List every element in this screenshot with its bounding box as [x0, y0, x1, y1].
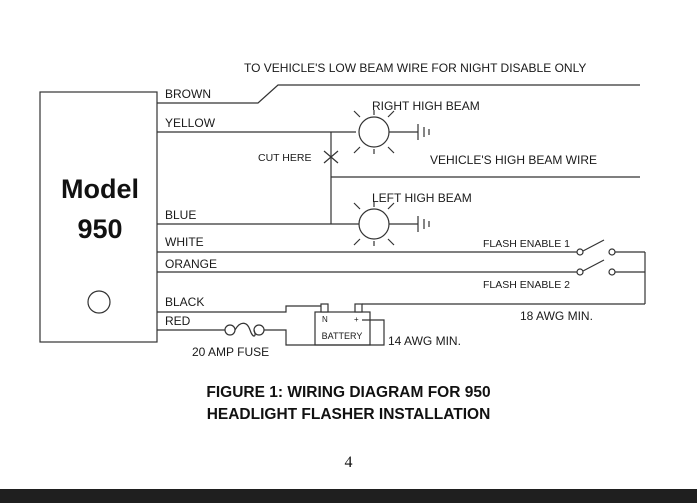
right-high-beam-label: RIGHT HIGH BEAM [372, 99, 480, 113]
battery-positive-label: + [354, 315, 359, 324]
orange-wire-label: ORANGE [165, 257, 217, 271]
white-wire-label: WHITE [165, 235, 204, 249]
battery-negative-label: N [322, 315, 328, 324]
left-high-beam-label: LEFT HIGH BEAM [372, 191, 472, 205]
yellow-wire: YELLOW [157, 116, 356, 133]
awg-14-label: 14 AWG MIN. [388, 334, 461, 348]
brown-wire-label: BROWN [165, 87, 211, 101]
left-high-beam-lamp-icon: LEFT HIGH BEAM [353, 191, 472, 246]
cut-here-label: CUT HERE [258, 152, 311, 164]
vehicle-high-beam-wire: VEHICLE'S HIGH BEAM WIRE [331, 153, 640, 178]
high-beam-wire-label: VEHICLE'S HIGH BEAM WIRE [430, 153, 597, 167]
red-wire-label: RED [165, 314, 191, 328]
bottom-bar [0, 489, 697, 503]
yellow-wire-label: YELLOW [165, 116, 216, 130]
low-beam-note: TO VEHICLE'S LOW BEAM WIRE FOR NIGHT DIS… [244, 61, 586, 75]
black-wire-label: BLACK [165, 295, 204, 309]
switch-supply-wire: 18 AWG MIN. [362, 303, 645, 323]
black-wire: BLACK [157, 295, 322, 313]
battery-icon: N + BATTERY [314, 303, 371, 346]
fuse-label: 20 AMP FUSE [192, 345, 269, 359]
red-wire: RED 14 AWG MIN. [157, 314, 461, 348]
orange-wire: ORANGE [157, 257, 577, 273]
flash-enable-2-switch-icon: FLASH ENABLE 2 [483, 259, 645, 291]
page-number: 4 [344, 454, 353, 471]
blue-wire: BLUE [157, 208, 359, 225]
indicator-led-icon [87, 290, 111, 314]
model-number: 950 [77, 214, 122, 244]
flash-enable-1-label: FLASH ENABLE 1 [483, 238, 570, 250]
fuse-icon: 20 AMP FUSE [192, 322, 269, 359]
blue-wire-label: BLUE [165, 208, 196, 222]
flash-enable-1-switch-icon: FLASH ENABLE 1 [483, 238, 645, 256]
white-wire: WHITE [157, 235, 577, 253]
flash-enable-2-label: FLASH ENABLE 2 [483, 279, 570, 291]
battery-label: BATTERY [322, 331, 363, 341]
figure-caption-line-2: HEADLIGHT FLASHER INSTALLATION [206, 406, 491, 423]
brown-wire: BROWN [157, 84, 640, 104]
right-high-beam-lamp-icon: RIGHT HIGH BEAM [353, 99, 480, 154]
model-950-module: Model 950 [39, 91, 158, 343]
awg-18-label: 18 AWG MIN. [520, 309, 593, 323]
figure-caption-line-1: FIGURE 1: WIRING DIAGRAM FOR 950 [206, 384, 491, 401]
cut-here-marker: CUT HERE [258, 150, 339, 164]
model-label: Model [61, 174, 139, 204]
